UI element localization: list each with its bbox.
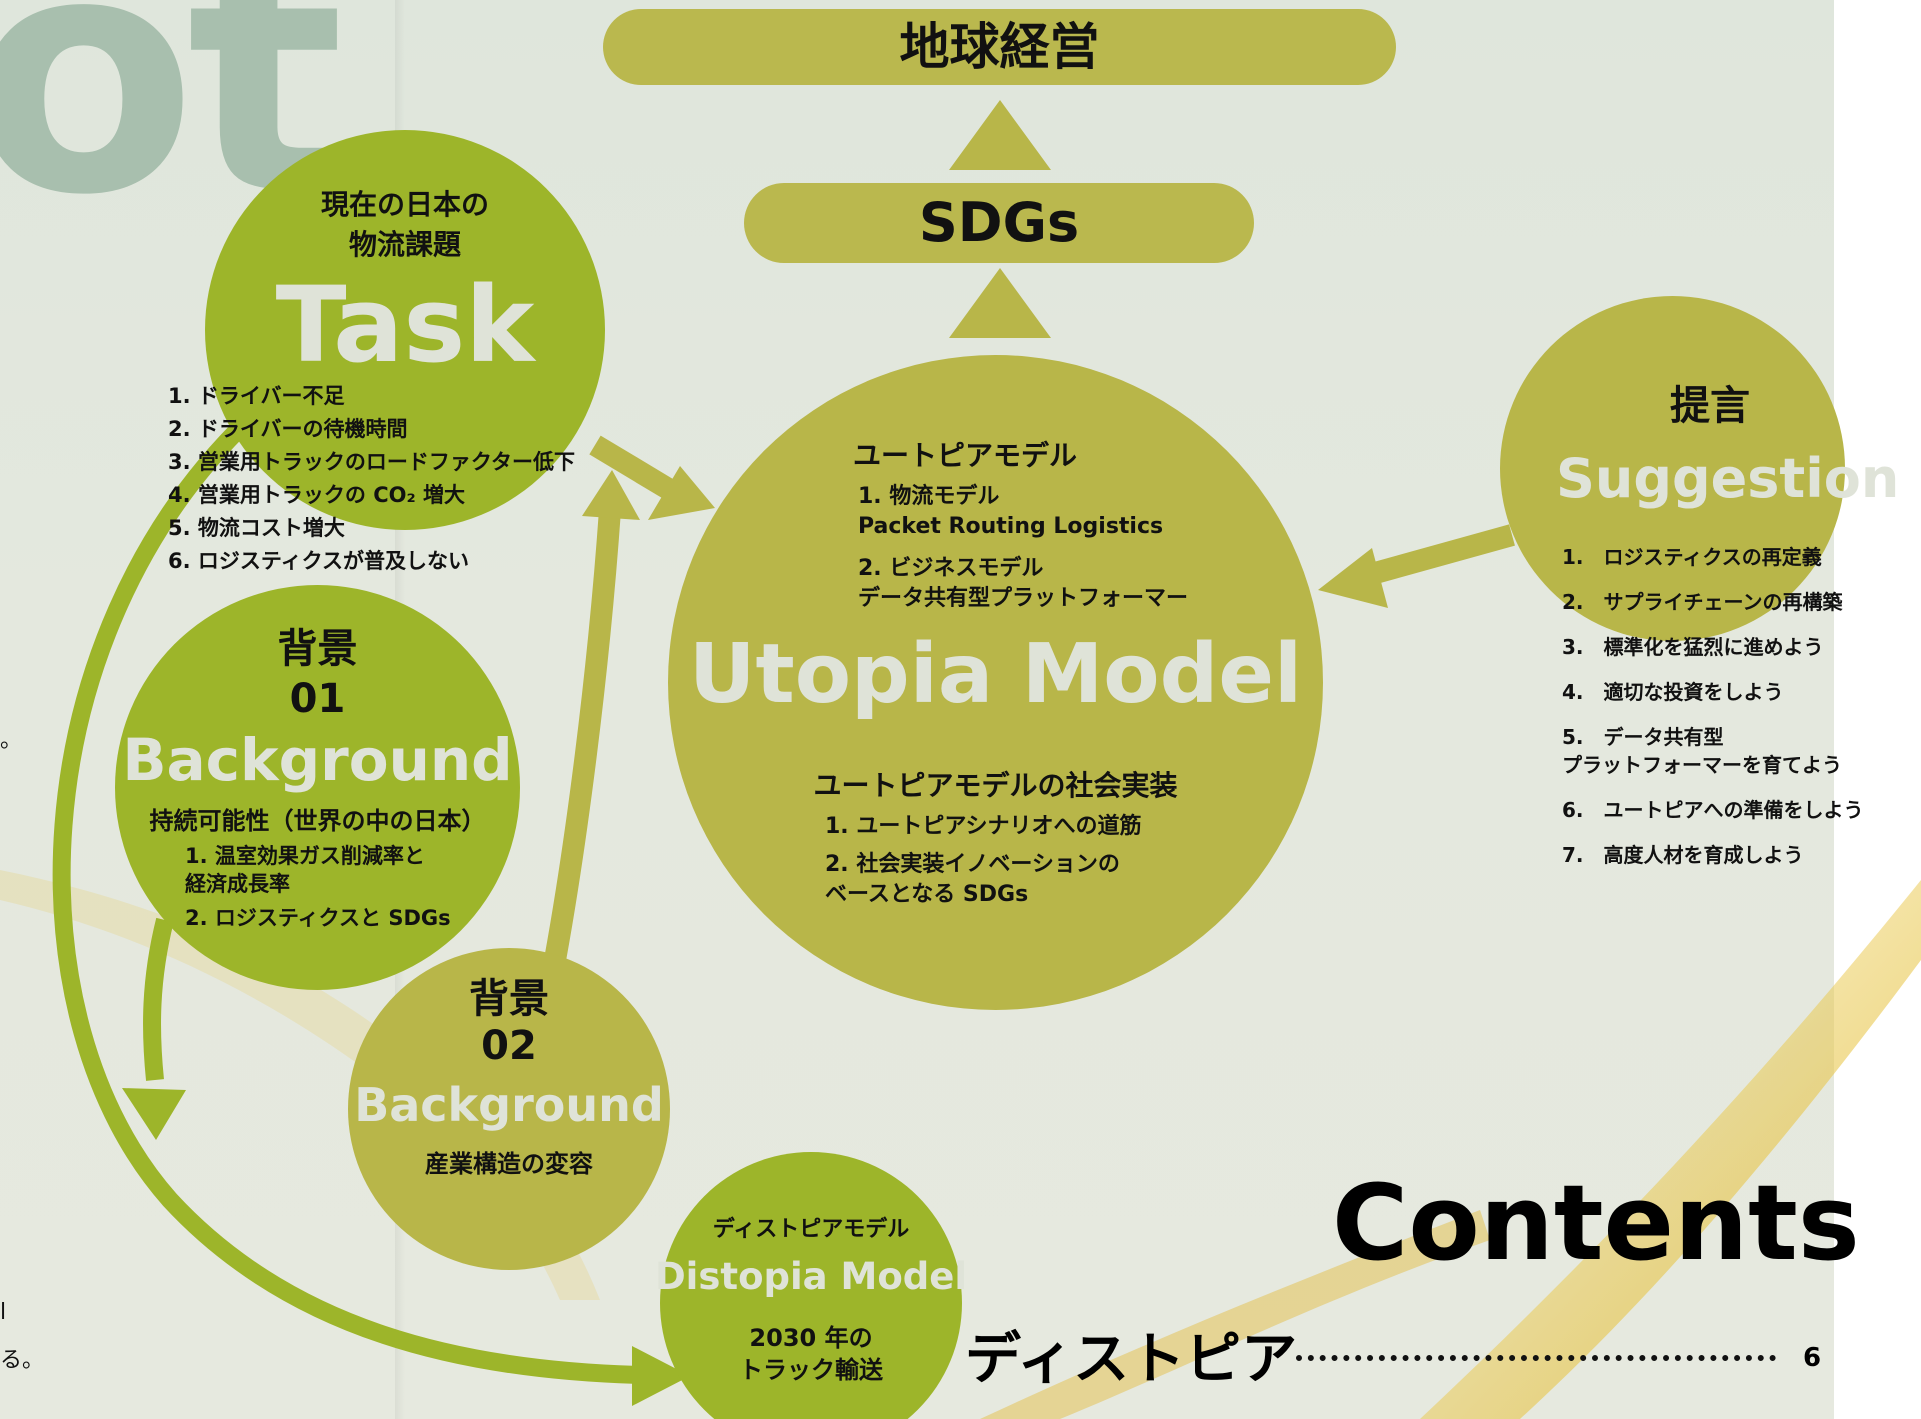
suggestion-item: 7. 高度人材を育成しよう [1562,843,1804,867]
suggestion-circle [1500,296,1845,641]
page-margin [1834,0,1921,1419]
arrow-task-to-distopia [52,413,641,1384]
distopia-title-jp: ディストピアモデル [712,1217,910,1242]
sdgs-bar [744,183,1254,263]
background01-item: 2. ロジスティクスと SDGs [185,906,451,930]
suggestion-item: 5. データ共有型 プラットフォーマーを育てよう [1562,725,1842,777]
task-item: 4. 営業用トラックの CO₂ 増大 [168,483,465,507]
task-item: 5. 物流コスト増大 [168,516,345,540]
suggestion-item: 2. サプライチェーンの再構築 [1562,590,1843,614]
task-item: 6. ロジスティクスが普及しない [168,549,470,573]
background02-title-jp: 背景 [469,976,549,1022]
global-management-bar [603,9,1396,85]
arrow-bg01-down-head [122,1088,186,1140]
suggestion-title-en: Suggestion [1556,447,1900,510]
task-item: 2. ドライバーの待機時間 [168,417,408,441]
global-management-label: 地球経営 [899,18,1100,76]
utopia-item: 2. ビジネスモデル データ共有型プラットフォーマー [858,556,1189,611]
decorative-swoosh-2 [980,1210,1490,1419]
suggestion-item: 4. 適切な投資をしよう [1562,680,1784,704]
task-title-jp: 現在の日本の 物流課題 [320,188,489,261]
arrow-task-to-distopia-head [632,1346,690,1406]
utopia-item: 1. 物流モデル Packet Routing Logistics [858,484,1164,539]
task-circle [205,130,605,530]
background01-title-en: Background [122,726,513,794]
background01-title-jp: 背景 [277,626,358,672]
arrow-suggestion-to-utopia-head [1318,548,1388,608]
utopia-list2: 1. ユートピアシナリオへの道筋 2. 社会実装イノベーションの ベースとなる … [825,812,1141,910]
arrow-task-to-utopia-head [648,466,715,520]
task-item: 1. ドライバー不足 [168,384,345,408]
arrow-up-top [949,100,1051,170]
edge-text-fragment: 。 [0,728,23,753]
distopia-title-en: Distopia Model [654,1255,968,1298]
arrow-task-to-utopia [589,435,676,500]
suggestion-item: 6. ユートピアへの準備をしよう [1562,798,1864,822]
task-list: 1. ドライバー不足 2. ドライバーの待機時間 3. 営業用トラックのロードフ… [168,380,575,578]
arrow-bg02-to-task-head [582,470,640,520]
arrow-bg01-down [143,917,174,1081]
suggestion-item: 1. ロジスティクスの再定義 [1562,545,1822,569]
background02-subtitle: 産業構造の変容 [425,1150,593,1178]
contents-heading: Contents [1332,1162,1860,1284]
background01-subtitle: 持続可能性（世界の中の日本） [149,807,486,835]
contents-entry-page: 6 [1803,1343,1822,1373]
arrow-up-sdgs [949,268,1051,338]
utopia-item2: 1. ユートピアシナリオへの道筋 [825,814,1142,839]
background02-circle [348,948,670,1270]
edge-text-fragment: l [0,1300,7,1325]
utopia-item2: 2. 社会実装イノベーションの ベースとなる SDGs [825,852,1120,907]
utopia-heading: ユートピアモデル [853,439,1078,472]
background02-title-en: Background [354,1078,664,1132]
background02-number: 02 [481,1023,537,1069]
arrow-bg02-to-task [544,509,621,962]
utopia-heading2: ユートピアモデルの社会実装 [813,769,1178,802]
edge-text-fragment: る。 [0,1348,45,1373]
background01-number: 01 [289,676,346,722]
contents-entry-label: ディストピア [965,1327,1298,1392]
suggestion-item: 3. 標準化を猛烈に進めよう [1562,635,1824,659]
contents-entry-leader [1296,1355,1776,1361]
distopia-subtitle: 2030 年の トラック輸送 [739,1324,883,1384]
distopia-circle [660,1152,962,1419]
sdgs-label: SDGs [918,191,1080,254]
background01-circle [115,585,520,990]
task-item: 3. 営業用トラックのロードファクター低下 [168,450,576,474]
decorative-swoosh [1420,880,1921,1419]
utopia-title-en: Utopia Model [688,627,1303,722]
utopia-list: 1. 物流モデル Packet Routing Logistics 2. ビジネ… [858,482,1188,614]
suggestion-list: 1. ロジスティクスの再定義 2. サプライチェーンの再構築 3. 標準化を猛烈… [1562,543,1864,869]
utopia-circle [668,355,1323,1010]
background01-item: 1. 温室効果ガス削減率と 経済成長率 [185,844,425,896]
task-title-en: Task [275,264,535,386]
suggestion-title-jp: 提言 [1670,383,1750,429]
background01-list: 1. 温室効果ガス削減率と 経済成長率 2. ロジスティクスと SDGs [185,842,451,932]
